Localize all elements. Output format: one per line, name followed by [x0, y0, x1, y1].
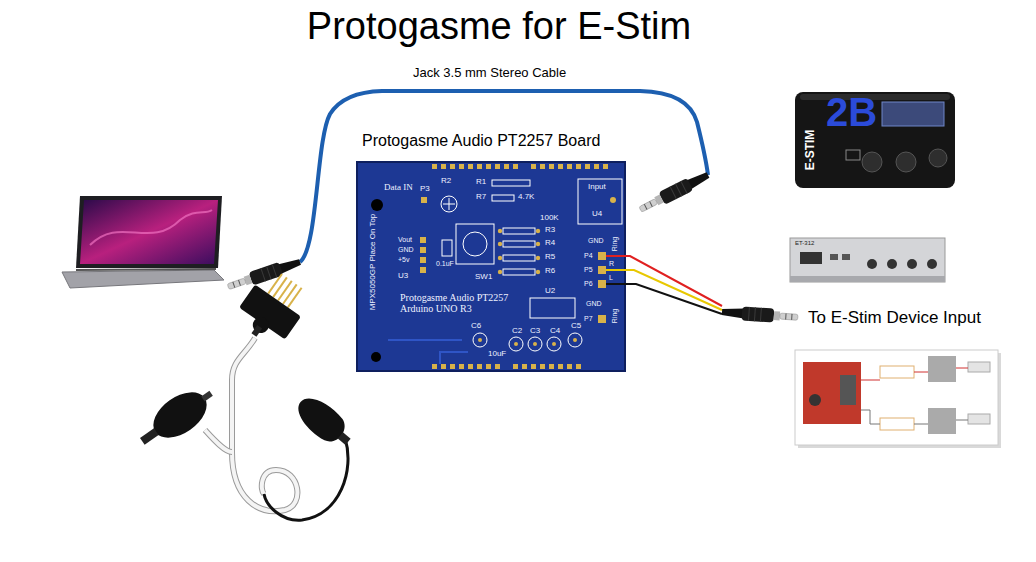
silkscreen-label: R2: [441, 177, 451, 186]
silkscreen-label: R4: [545, 239, 555, 248]
amplifier-picture: [795, 350, 1001, 448]
jack-plug: [637, 169, 711, 216]
silkscreen-label: R5: [545, 253, 555, 262]
pressure-kit: [132, 265, 358, 520]
pin-label: P5: [584, 266, 593, 274]
et312-device: [790, 238, 945, 282]
cable-label: Jack 3.5 mm Stereo Cable: [413, 66, 566, 80]
silkscreen-label: Input: [588, 183, 606, 192]
pin-label: Ring: [611, 237, 619, 251]
device-logo: E-STIM: [804, 130, 817, 171]
silkscreen-label: 10uF: [488, 350, 506, 359]
silkscreen-label: 4.7K: [518, 193, 534, 202]
silkscreen-label: 100K: [540, 214, 559, 223]
silkscreen-label: SW1: [475, 273, 492, 282]
silkscreen-label: U3: [398, 272, 408, 281]
silkscreen-label: U4: [592, 210, 602, 219]
silkscreen-label: U2: [545, 287, 555, 296]
pin-label: +5v: [398, 256, 409, 264]
diagram-title: Protogasme for E-Stim: [0, 6, 998, 48]
pin-label: Ring: [611, 309, 619, 323]
silkscreen-label: C3: [530, 327, 540, 336]
silkscreen-label: C2: [512, 327, 522, 336]
silkscreen-label: C6: [471, 322, 481, 331]
output-label: To E-Stim Device Input: [808, 309, 981, 328]
pcb-board: [357, 162, 625, 371]
silkscreen-label: MPX5050GP Place On Top: [369, 214, 378, 311]
device-label: ET-312: [795, 240, 814, 247]
silkscreen-label: P3: [420, 185, 430, 194]
pin-label: R: [609, 260, 614, 268]
board-name: Protogasme Audio PT2257 Arduino UNO R3: [400, 292, 512, 314]
silkscreen-label: C5: [571, 322, 581, 331]
device-logo: 2B: [826, 90, 877, 134]
pin-label: L: [609, 274, 613, 282]
jack-plug: [226, 255, 302, 293]
silkscreen-label: R1: [476, 178, 486, 187]
pin-label: GND: [586, 300, 602, 308]
pin-label: P6: [584, 280, 593, 288]
silkscreen-label: R6: [545, 267, 555, 276]
pin-label: P7: [584, 315, 593, 323]
silkscreen-label: 0.1uF: [436, 260, 454, 268]
pin-label: Vout: [398, 236, 412, 244]
pin-label: GND: [588, 237, 604, 245]
silkscreen-label: R3: [545, 226, 555, 235]
laptop: [62, 196, 224, 288]
pin-label: GND: [398, 246, 414, 254]
jack-plug: [722, 305, 799, 324]
pin-label: P4: [584, 252, 593, 260]
output-wires: [606, 256, 722, 314]
silkscreen-label: Data IN: [384, 183, 413, 193]
board-heading: Protogasme Audio PT2257 Board: [362, 132, 600, 150]
silkscreen-label: C4: [550, 327, 560, 336]
silkscreen-label: R7: [476, 193, 486, 202]
